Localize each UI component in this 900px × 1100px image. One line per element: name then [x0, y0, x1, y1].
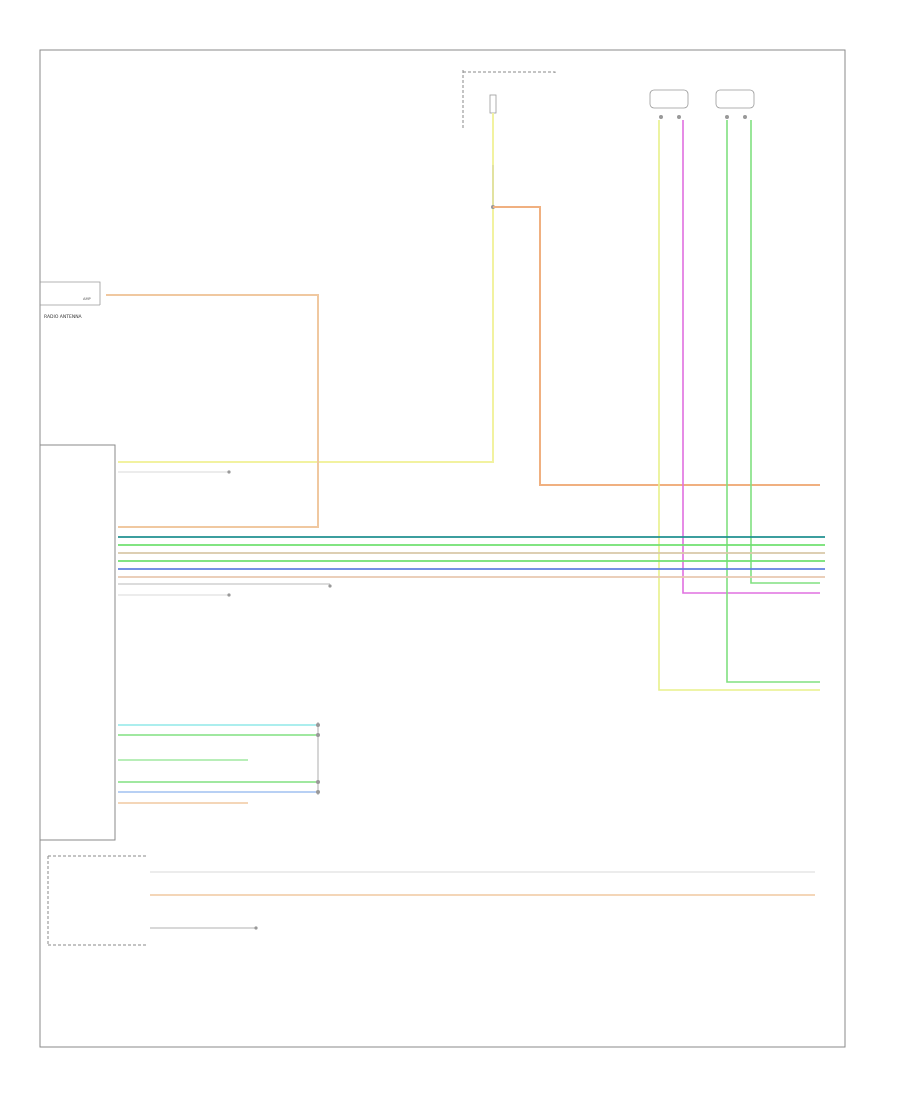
right-tweeter-body: [715, 89, 755, 109]
wire-right-tweeter-pos: [726, 120, 820, 683]
radio-antenna: AMP RADIO ANTENNA: [40, 281, 101, 320]
radio-antenna-label: RADIO ANTENNA: [44, 314, 83, 320]
wire-right-tweeter-neg: [750, 120, 820, 584]
wheel-control-switch: [47, 855, 148, 946]
wire-orange-right: [493, 206, 820, 486]
fuse-feed-group: [462, 70, 556, 130]
diagram-frame: [39, 49, 846, 1048]
wire-left-tweeter-neg: [682, 120, 820, 594]
right-tweeter: [715, 89, 755, 119]
wire-antenna: [106, 294, 319, 528]
wire-yellow-feed: [118, 113, 494, 463]
left-tweeter-body: [649, 89, 689, 109]
wire-left-tweeter-pos: [658, 120, 820, 691]
radio-control-module: [40, 444, 116, 841]
fuse-icon: [489, 94, 497, 114]
antenna-pin-label: AMP: [83, 297, 92, 301]
left-tweeter: [649, 89, 689, 119]
